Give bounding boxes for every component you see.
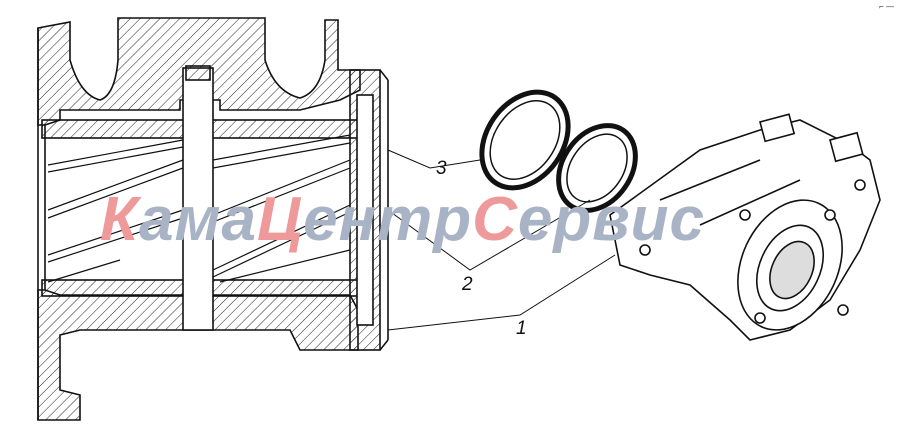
leader-lines <box>387 149 616 331</box>
housing-section <box>37 17 389 421</box>
callout-3: 3 <box>436 158 447 179</box>
watermark-part: К <box>100 185 142 254</box>
watermark-part: ервис <box>518 185 705 254</box>
seal-ring-3 <box>479 89 571 191</box>
watermark-part: ама <box>139 185 257 254</box>
corner-mark: ⌐ — <box>879 2 894 11</box>
seal-ring-2 <box>556 123 638 213</box>
watermark-part: С <box>472 185 518 254</box>
watermark-part: ентр <box>303 185 472 254</box>
watermark-text: КамаЦентрСервис <box>100 185 705 254</box>
callout-1: 1 <box>516 318 527 339</box>
callout-2: 2 <box>461 274 473 295</box>
flange-bracket <box>609 113 881 341</box>
watermark-part: Ц <box>257 185 303 254</box>
